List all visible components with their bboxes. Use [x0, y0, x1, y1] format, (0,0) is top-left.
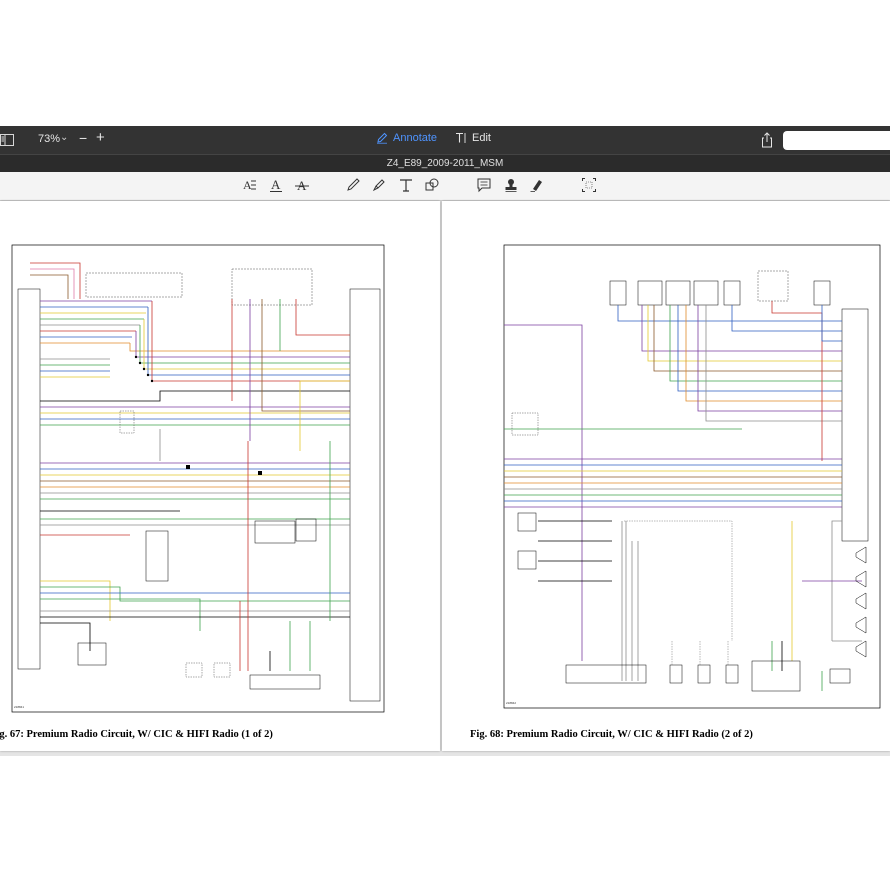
- text-box-icon[interactable]: [398, 177, 414, 193]
- share-icon[interactable]: [760, 132, 774, 148]
- document-viewer[interactable]: 218841 Fig. 67: Premium Radio Circuit, W…: [0, 201, 890, 756]
- text-strike-icon[interactable]: A: [242, 177, 258, 193]
- diagram-code: 218842: [506, 701, 517, 705]
- zoom-dropdown-icon[interactable]: ⌄: [60, 132, 69, 143]
- main-toolbar: 73% ⌄ − + Annotate Edit: [0, 126, 890, 154]
- note-icon[interactable]: [476, 177, 492, 193]
- edit-button[interactable]: Edit: [455, 132, 491, 144]
- page-2: 218842 Fig. 68: Premium Radio Circuit, W…: [442, 201, 890, 751]
- page-1: 218841 Fig. 67: Premium Radio Circuit, W…: [0, 201, 440, 751]
- highlighter-icon[interactable]: [371, 177, 387, 193]
- wiring-diagram-page-1: [11, 244, 385, 713]
- stamp-icon[interactable]: [503, 177, 519, 193]
- edit-label: Edit: [472, 132, 491, 144]
- wiring-diagram-page-2: [503, 244, 881, 709]
- svg-text:A: A: [243, 178, 252, 192]
- shapes-icon[interactable]: [424, 177, 440, 193]
- document-title: Z4_E89_2009-2011_MSM: [0, 154, 890, 173]
- text-strikethrough-icon[interactable]: A: [294, 177, 310, 193]
- crop-icon[interactable]: [581, 177, 597, 193]
- signature-icon[interactable]: [529, 177, 545, 193]
- diagram-code: 218841: [14, 705, 25, 709]
- figure-caption: Fig. 67: Premium Radio Circuit, W/ CIC &…: [0, 729, 273, 740]
- pdf-viewer-window: 73% ⌄ − + Annotate Edit Z4_E89_2009-2011…: [0, 126, 890, 756]
- sidebar-toggle-icon[interactable]: [0, 134, 14, 146]
- pencil-icon: [377, 132, 388, 144]
- annotate-button[interactable]: Annotate: [376, 132, 437, 144]
- figure-caption: Fig. 68: Premium Radio Circuit, W/ CIC &…: [470, 729, 753, 740]
- zoom-level[interactable]: 73%: [38, 133, 61, 145]
- zoom-in-button[interactable]: +: [96, 129, 105, 146]
- search-input[interactable]: [783, 131, 890, 150]
- text-cursor-icon: [456, 132, 466, 143]
- markup-toolbar: A A A: [0, 172, 890, 201]
- pen-icon[interactable]: [345, 177, 361, 193]
- svg-text:A: A: [271, 177, 281, 192]
- zoom-out-button[interactable]: −: [79, 130, 88, 146]
- text-underline-icon[interactable]: A: [268, 177, 284, 193]
- annotate-label: Annotate: [393, 132, 438, 144]
